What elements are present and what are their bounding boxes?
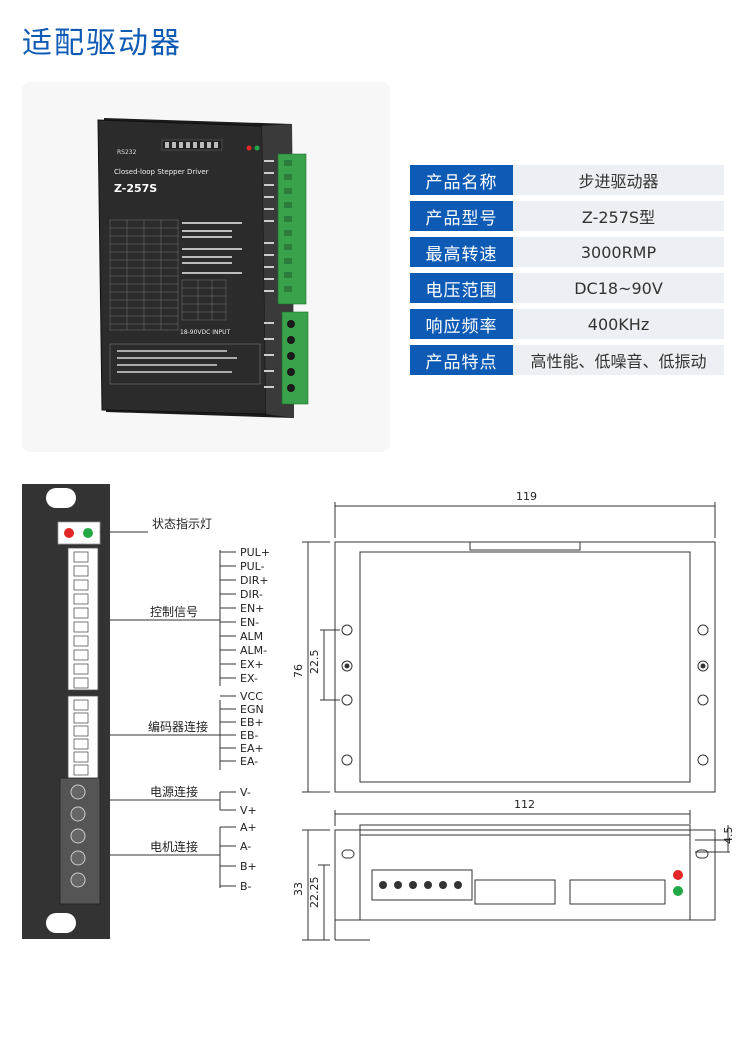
pin-label: DIR+ (240, 574, 269, 587)
spec-row: 产品名称 步进驱动器 (410, 165, 724, 195)
pin-label: ALM (240, 630, 263, 643)
pin-label: B- (240, 880, 252, 893)
pin-label: EN- (240, 616, 259, 629)
group-label-encoder: 编码器连接 (148, 719, 208, 734)
driver-illustration: RS232 Closed-loop Stepper Driver Z-257S (97, 118, 309, 418)
group-label-power: 电源连接 (150, 784, 198, 799)
pin-label: EX+ (240, 658, 264, 671)
mount-hole-top (46, 488, 76, 508)
led-red-icon (64, 528, 74, 538)
spec-row: 产品型号 Z-257S型 (410, 201, 724, 231)
pin-label: B+ (240, 860, 257, 873)
pin-label: V+ (240, 804, 257, 817)
spec-value: DC18~90V (513, 273, 724, 303)
pin-label: EA+ (240, 742, 264, 755)
spec-value: 3000RMP (513, 237, 724, 267)
spec-key: 响应频率 (410, 309, 513, 339)
pin-label: PUL+ (240, 546, 270, 559)
dim-front-inner: 22.25 (308, 877, 321, 909)
input-label: 18-90VDC INPUT (180, 329, 231, 336)
spec-key: 产品名称 (410, 165, 513, 195)
wiring-diagram: 状态指示灯 控制信号 编码器连接 电源连接 电机连接 PUL+ PUL- DIR… (22, 484, 270, 939)
group-label-motor: 电机连接 (150, 839, 198, 854)
pin-label: A+ (240, 821, 257, 834)
spec-key: 电压范围 (410, 273, 513, 303)
spec-value: Z-257S型 (513, 201, 724, 231)
group-label-status: 状态指示灯 (152, 516, 212, 531)
product-photo: RS232 Closed-loop Stepper Driver Z-257S (22, 82, 390, 452)
pin-label: PUL- (240, 560, 265, 573)
pin-label: VCC (240, 690, 263, 703)
dim-top-height: 76 (292, 664, 305, 678)
front-led-green-icon (673, 886, 683, 896)
pin-label: DIR- (240, 588, 263, 601)
pin-label: ALM- (240, 644, 267, 657)
spec-value: 高性能、低噪音、低振动 (513, 345, 724, 375)
spec-value: 400KHz (513, 309, 724, 339)
spec-key: 最高转速 (410, 237, 513, 267)
pin-label: EB+ (240, 716, 264, 729)
spec-key: 产品型号 (410, 201, 513, 231)
spec-value: 步进驱动器 (513, 165, 724, 195)
spec-row: 电压范围 DC18~90V (410, 273, 724, 303)
spec-row: 产品特点 高性能、低噪音、低振动 (410, 345, 724, 375)
port-label: RS232 (117, 149, 137, 156)
pin-label: EB- (240, 729, 258, 742)
front-led-red-icon (673, 870, 683, 880)
pin-label: EA- (240, 755, 258, 768)
pin-label: A- (240, 840, 251, 853)
pin-label: V- (240, 786, 251, 799)
dim-front-height: 33 (292, 882, 305, 896)
device-subtitle: Closed-loop Stepper Driver (114, 168, 209, 176)
spec-row: 最高转速 3000RMP (410, 237, 724, 267)
pin-label: EGN (240, 703, 264, 716)
dim-front-width: 112 (514, 798, 535, 811)
dim-top-width: 119 (516, 490, 537, 503)
pin-label: EN+ (240, 602, 264, 615)
page-title: 适配驱动器 (22, 26, 182, 61)
mount-hole-bottom (46, 913, 76, 933)
led-green-icon (83, 528, 93, 538)
spec-key: 产品特点 (410, 345, 513, 375)
spec-table: 产品名称 步进驱动器 产品型号 Z-257S型 最高转速 3000RMP 电压范… (410, 165, 724, 381)
pin-label: EX- (240, 672, 258, 685)
device-model: Z-257S (114, 182, 157, 195)
dim-hole-spacing: 22.5 (308, 650, 321, 675)
group-label-control: 控制信号 (150, 605, 198, 619)
spec-row: 响应频率 400KHz (410, 309, 724, 339)
dimension-drawing: 119 76 22.5 112 33 22.25 4.5 (292, 490, 735, 941)
dim-flange: 4.5 (722, 827, 735, 845)
